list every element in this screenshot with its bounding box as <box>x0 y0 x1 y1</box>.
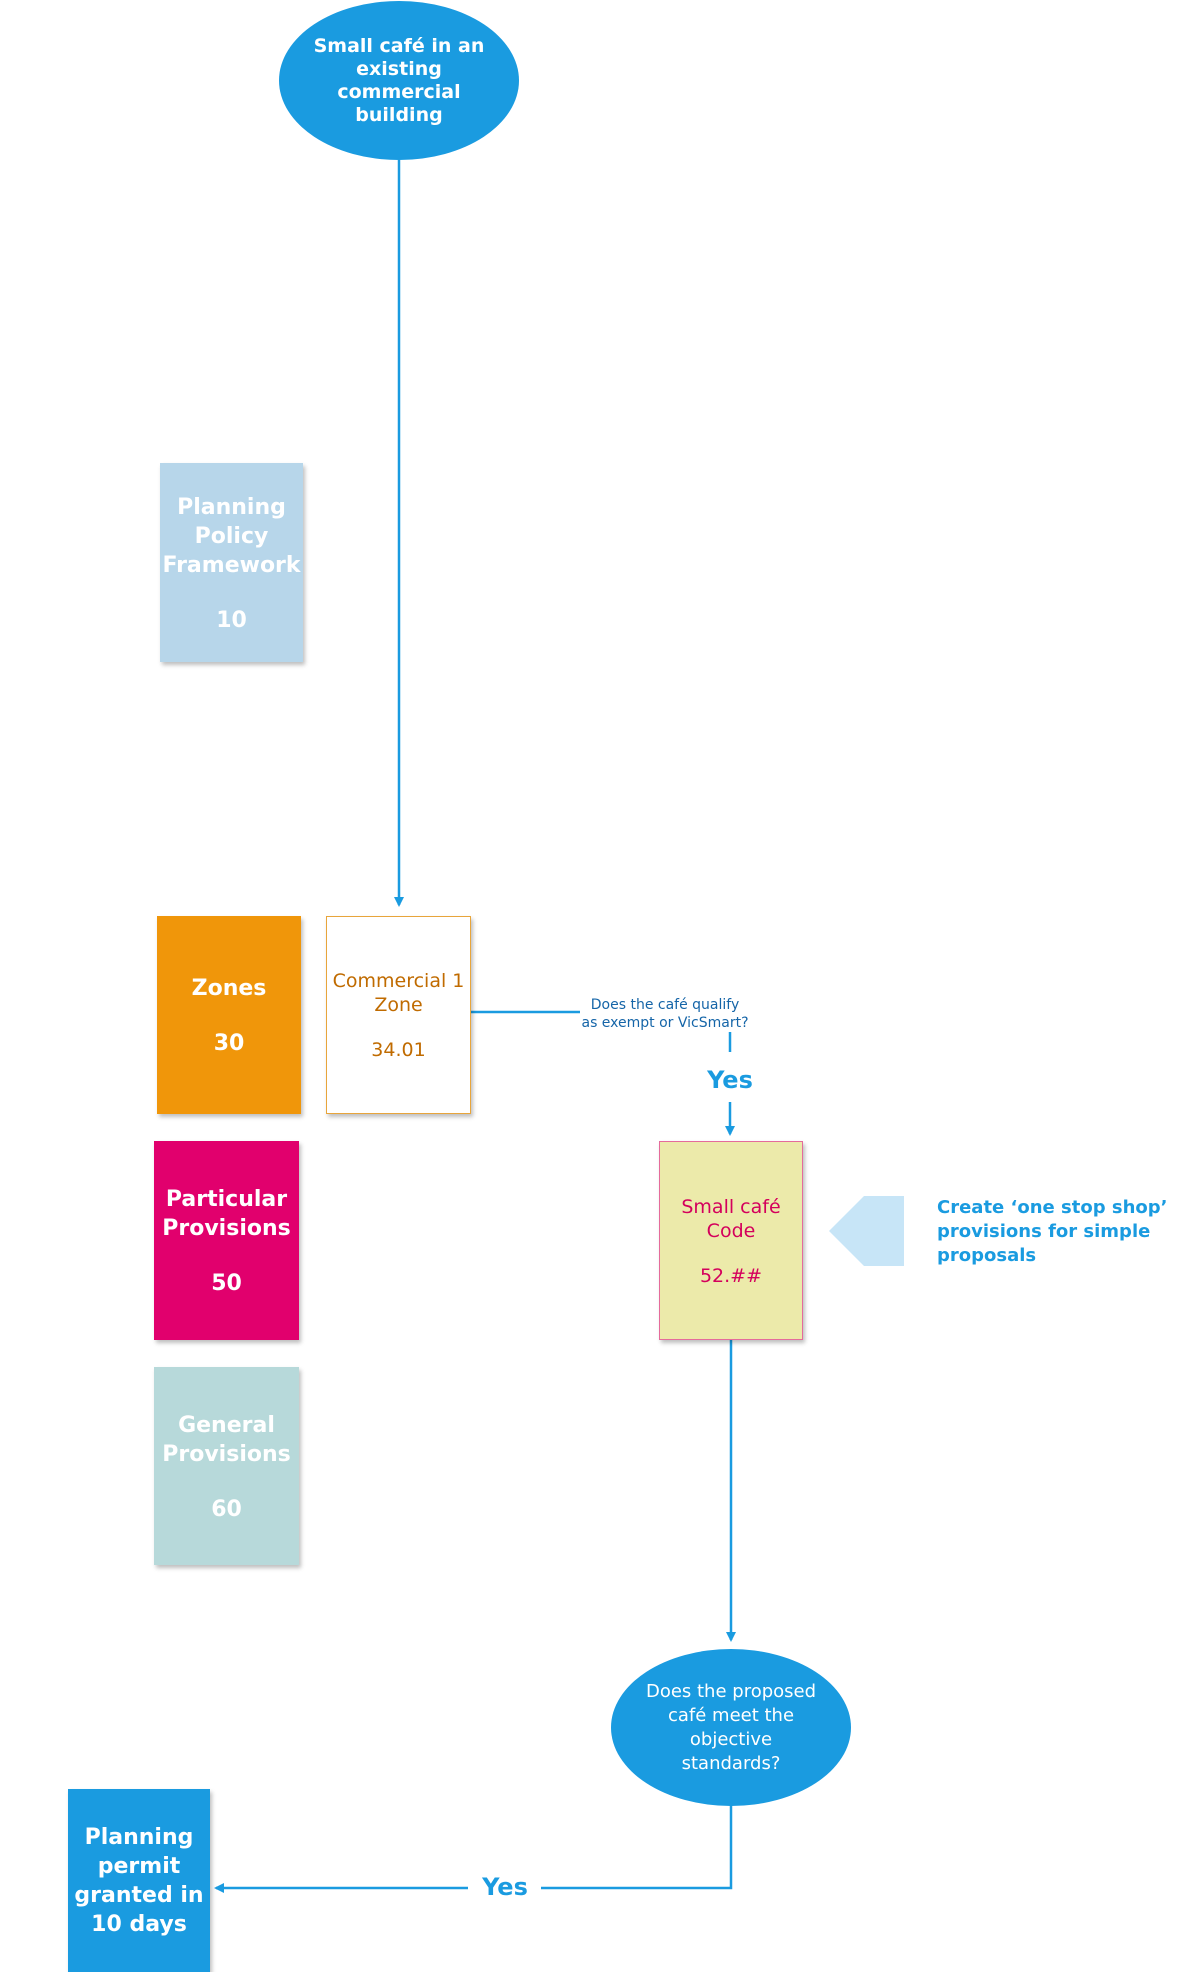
small-cafe-code-label: Small café Code <box>681 1195 781 1242</box>
particular-provisions-box: Particular Provisions 50 <box>154 1141 299 1340</box>
permit-granted-box: Planning permit granted in 10 days <box>68 1789 210 1972</box>
policy-framework-box: Planning Policy Framework 10 <box>160 463 303 662</box>
particular-provisions-number: 50 <box>211 1271 242 1296</box>
particular-provisions-label: Particular Provisions <box>162 1187 291 1241</box>
commercial-zone-box: Commercial 1 Zone 34.01 <box>326 916 471 1114</box>
small-cafe-code-number: 52.## <box>699 1264 763 1287</box>
callout-text: Create ‘one stop shop’ provisions for si… <box>937 1197 1168 1266</box>
commercial-zone-label: Commercial 1 Zone <box>332 970 465 1016</box>
standards-question-node: Does the proposed café meet the objectiv… <box>611 1649 851 1806</box>
yes-label-standards: Yes <box>482 1873 528 1901</box>
general-provisions-box: General Provisions 60 <box>154 1367 299 1565</box>
chevron-left-arrow-icon <box>829 1196 904 1266</box>
zones-number: 30 <box>213 1031 245 1056</box>
start-node: Small café in an existing commercial bui… <box>279 1 519 160</box>
permit-granted-text: Planning permit granted in 10 days <box>74 1824 204 1937</box>
policy-framework-label: Planning Policy Framework <box>162 494 301 578</box>
standards-question-text: Does the proposed café meet the objectiv… <box>645 1680 817 1774</box>
yes-label-exempt: Yes <box>707 1066 753 1094</box>
zones-label: Zones <box>191 976 267 1001</box>
zones-box: Zones 30 <box>157 916 301 1114</box>
start-node-text: Small café in an existing commercial bui… <box>313 34 485 126</box>
connector-standards-to-result <box>541 1805 733 1890</box>
small-cafe-code-box: Small café Code 52.## <box>659 1141 803 1340</box>
exempt-question-label: Does the café qualify as exempt or VicSm… <box>581 997 749 1031</box>
commercial-zone-number: 34.01 <box>371 1039 426 1061</box>
general-provisions-number: 60 <box>211 1496 242 1522</box>
policy-framework-number: 10 <box>216 607 247 633</box>
general-provisions-label: General Provisions <box>162 1412 291 1467</box>
